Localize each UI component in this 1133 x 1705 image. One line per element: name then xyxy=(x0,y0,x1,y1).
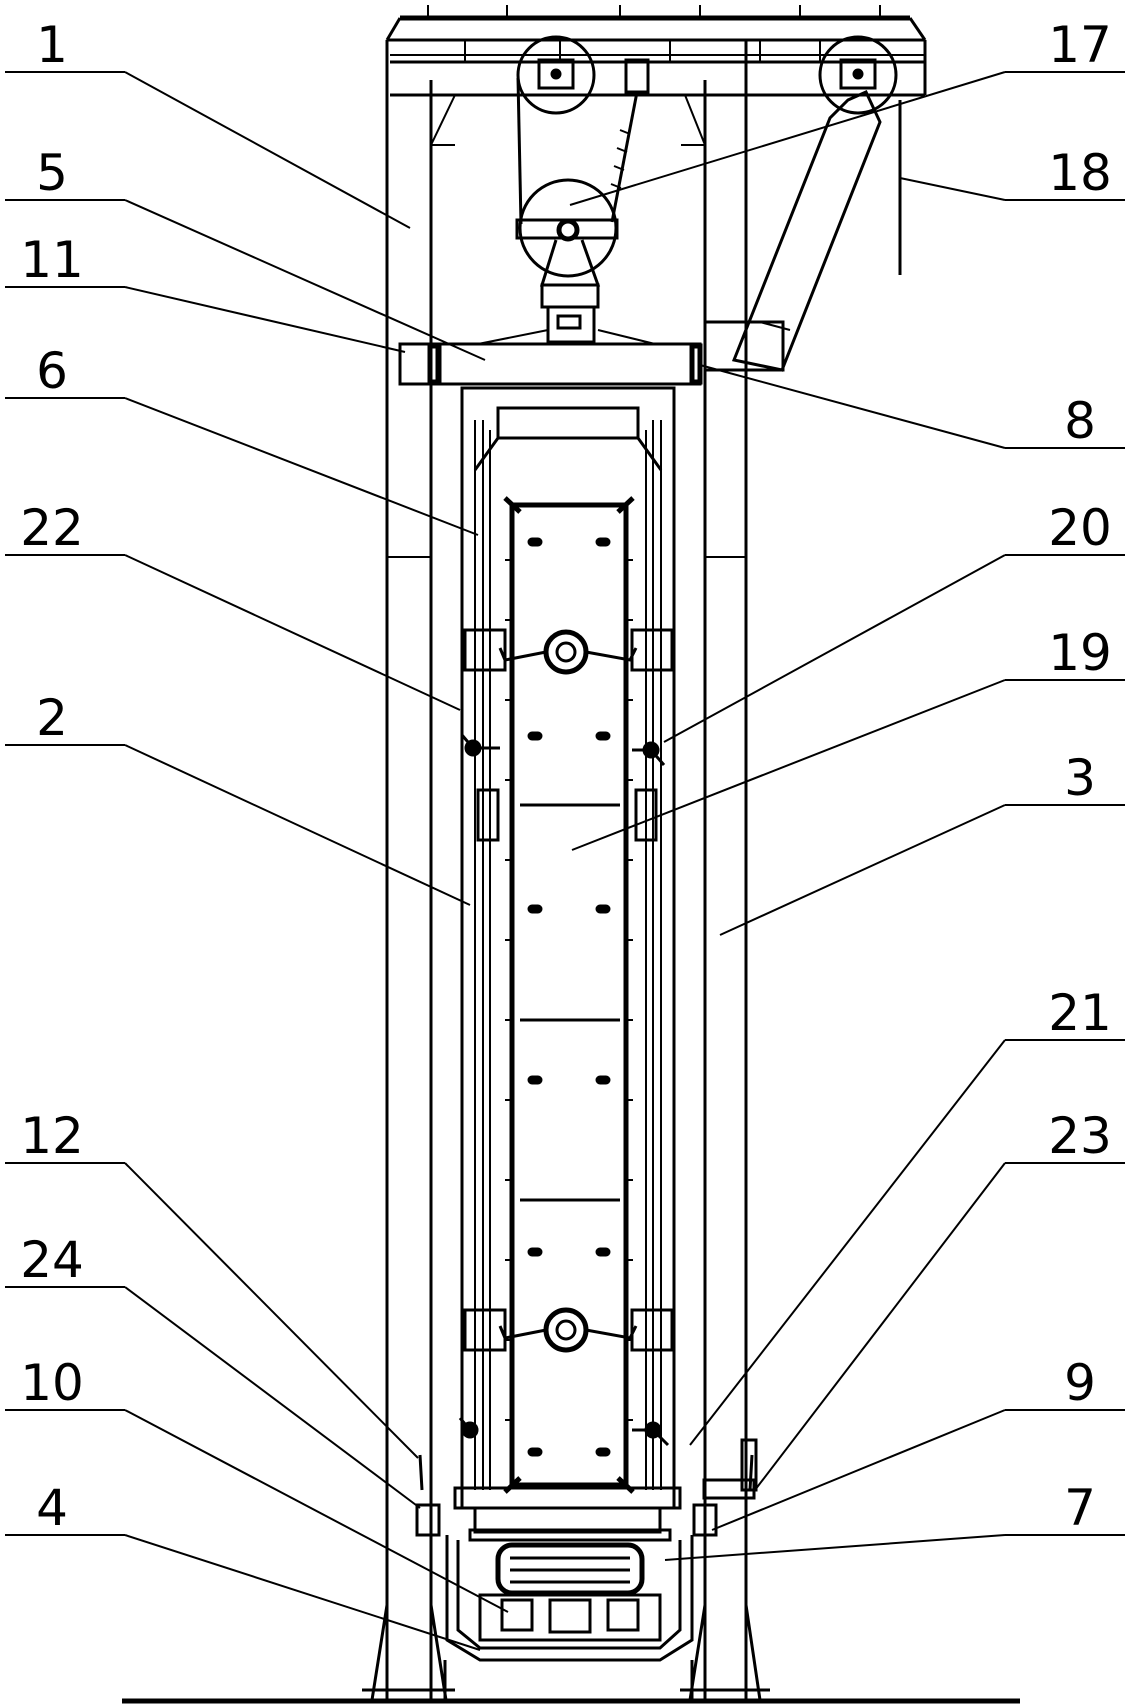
top-beam xyxy=(387,5,925,95)
lifting-crossbeam xyxy=(400,330,700,384)
callout-12: 12 xyxy=(20,1107,84,1165)
basket xyxy=(465,498,672,1492)
callout-5: 5 xyxy=(36,144,68,202)
callout-22: 22 xyxy=(20,499,84,557)
callout-10: 10 xyxy=(20,1354,84,1412)
callout-11: 11 xyxy=(20,231,84,289)
callout-6: 6 xyxy=(36,342,68,400)
callout-24: 24 xyxy=(20,1231,84,1289)
callout-7: 7 xyxy=(1064,1479,1096,1537)
callout-20: 20 xyxy=(1048,499,1112,557)
callout-3: 3 xyxy=(1064,749,1096,807)
callout-21: 21 xyxy=(1048,984,1112,1042)
callout-18: 18 xyxy=(1048,144,1112,202)
callout-8: 8 xyxy=(1064,392,1096,450)
callout-9: 9 xyxy=(1064,1354,1096,1412)
callout-17: 17 xyxy=(1048,16,1112,74)
leader-lines xyxy=(5,72,1125,1650)
callout-23: 23 xyxy=(1048,1107,1112,1165)
callout-2: 2 xyxy=(36,689,68,747)
callout-1: 1 xyxy=(36,16,68,74)
main-frame xyxy=(362,40,770,1700)
callout-4: 4 xyxy=(36,1479,68,1537)
callout-19: 19 xyxy=(1048,624,1112,682)
